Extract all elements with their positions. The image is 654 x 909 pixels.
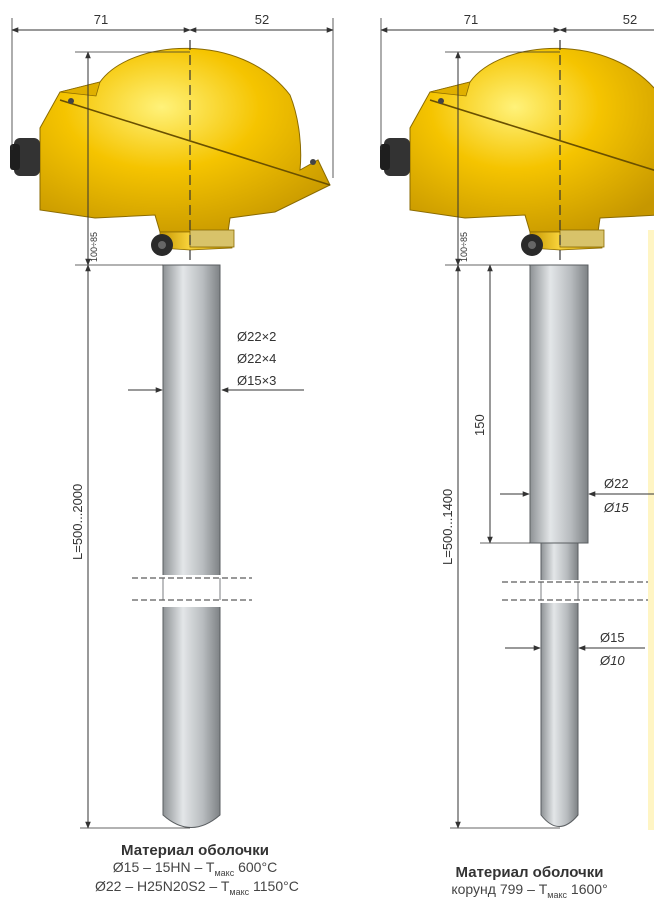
dimension-width-right: 71 52 [380, 12, 654, 150]
caption-left-line1: Ø15 – 15HN – Tмакс 600°C [112, 859, 278, 878]
dimension-outer-length-right: 150 [472, 264, 530, 544]
dimension-length-left: L=500...2000 [70, 264, 190, 829]
outer-tube-right [529, 264, 589, 544]
dim-length-500-2000: L=500...2000 [70, 484, 85, 560]
caption-right-line1: корунд 799 – Tмакс 1600° [451, 881, 608, 900]
thermocouple-right: 71 52 100÷85 150 L=500...1400 Ø22 Ø15 [380, 12, 654, 830]
connection-head-right [380, 47, 654, 256]
dia-outer-15: Ø15 [603, 500, 629, 515]
dim-left-71-right: 71 [464, 12, 478, 27]
dia-inner-10: Ø10 [599, 653, 625, 668]
dia-22x4: Ø22×4 [237, 351, 276, 366]
dim-150: 150 [472, 414, 487, 436]
caption-left: Материал оболочки Ø15 – 15HN – Tмакс 600… [95, 842, 299, 897]
dia-15x3: Ø15×3 [237, 373, 276, 388]
dim-length-500-1400: L=500...1400 [440, 489, 455, 565]
caption-right-title: Материал оболочки [455, 864, 604, 881]
thermocouple-left: 71 52 100÷85 L=500...2000 Ø22×2 Ø22×4 Ø1… [10, 12, 334, 829]
dimension-length-right: L=500...1400 [440, 264, 560, 829]
dim-left-71: 71 [94, 12, 108, 27]
dim-head-100-85-right: 100÷85 [459, 232, 469, 262]
dia-outer-22: Ø22 [604, 476, 629, 491]
dia-22x2: Ø22×2 [237, 329, 276, 344]
inner-tube-right [502, 542, 654, 827]
caption-left-line2: Ø22 – H25N20S2 – Tмакс 1150°C [95, 877, 299, 897]
dia-inner-15: Ø15 [600, 630, 625, 645]
outer-diameter-callout-right: Ø22 Ø15 [500, 476, 654, 515]
dim-right-52-right: 52 [623, 12, 637, 27]
dim-right-52: 52 [255, 12, 269, 27]
caption-right: Материал оболочки корунд 799 – Tмакс 160… [405, 864, 654, 900]
dim-head-100-85: 100÷85 [89, 232, 99, 262]
sheath-tube-left [132, 264, 252, 828]
inner-diameter-callout-right: Ø15 Ø10 [505, 630, 645, 668]
caption-left-title: Материал оболочки [121, 842, 269, 859]
dimension-width-left: 71 52 [11, 12, 334, 178]
diameter-callout-left: Ø22×2 Ø22×4 Ø15×3 [128, 329, 304, 393]
connection-head-left [10, 47, 331, 256]
